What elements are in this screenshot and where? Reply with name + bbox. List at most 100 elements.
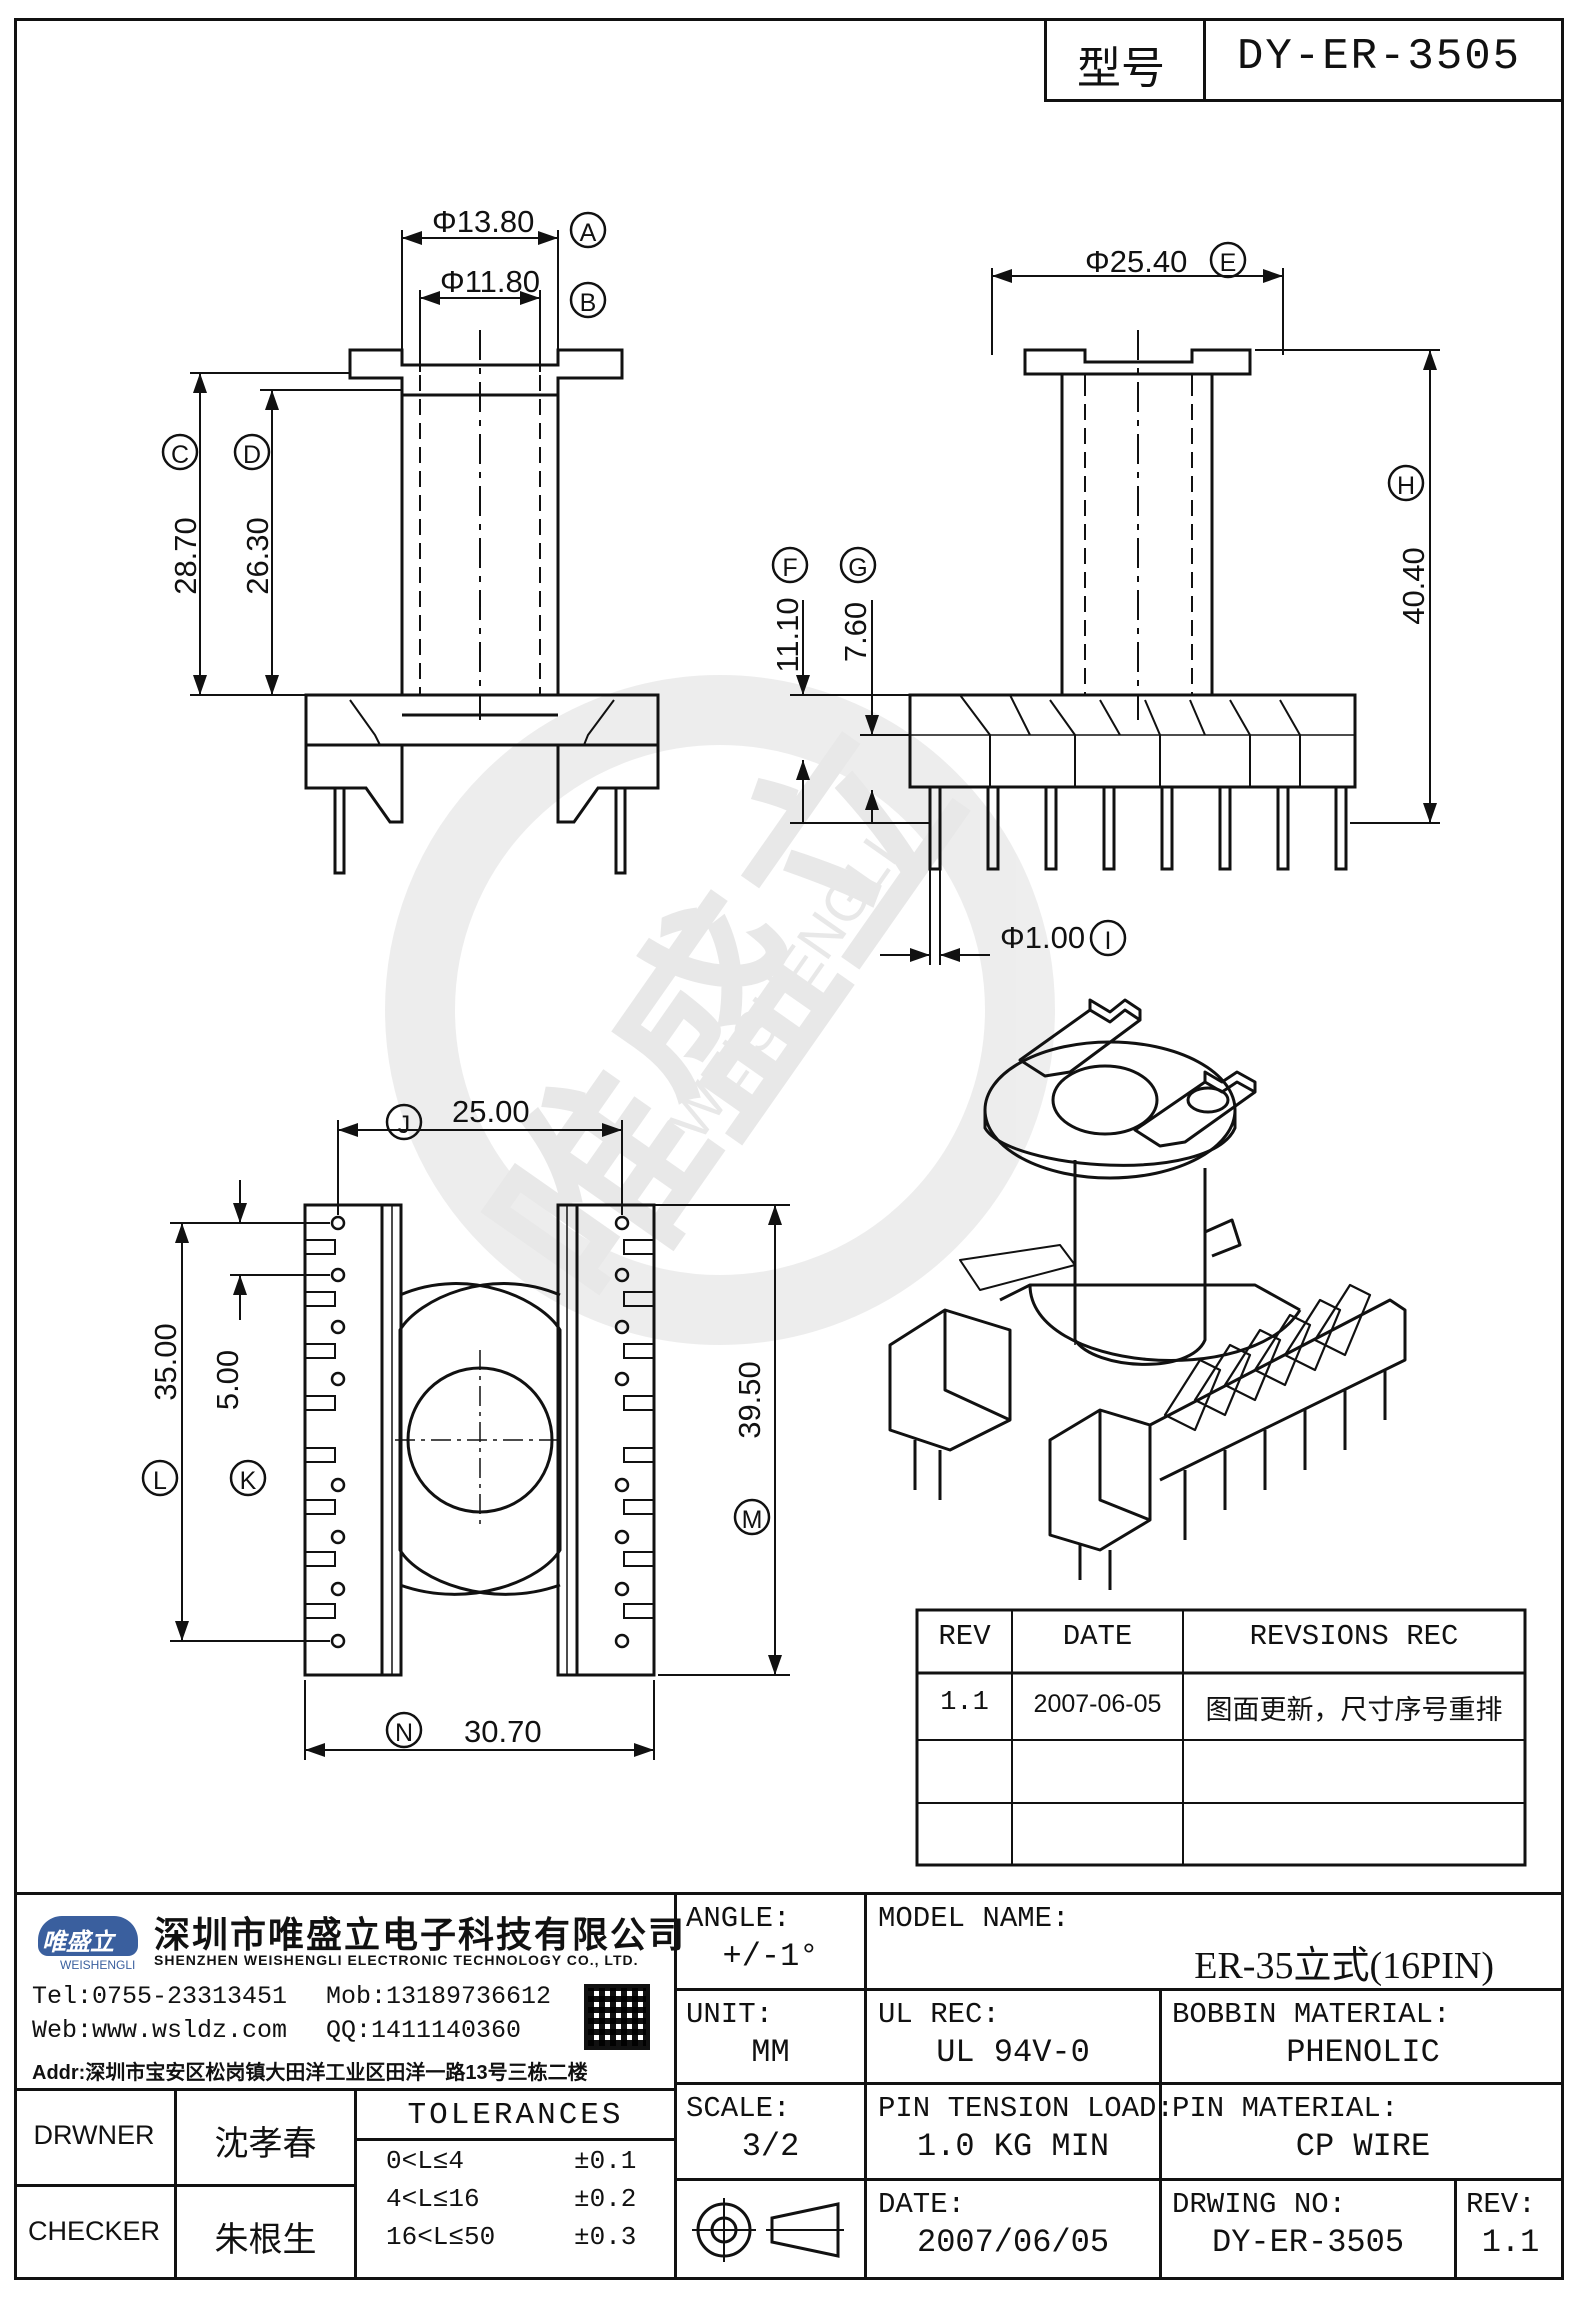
bottom-view-dims <box>170 1120 790 1760</box>
front-view-dims <box>190 230 559 696</box>
revision-table-grid <box>915 1608 1527 1867</box>
tol-row3-range: 16<L≤50 <box>386 2222 496 2252</box>
tolerances-title: TOLERANCES <box>407 2098 624 2133</box>
bottom-view-pin-holes <box>330 1215 630 1649</box>
bobbin-value: PHENOLIC <box>1286 2034 1440 2071</box>
logo-text: 唯盛立 <box>42 1929 114 1956</box>
dim-f-value: 11.10 <box>770 597 805 672</box>
dim-n-value: 30.70 <box>464 1714 542 1749</box>
dim-n-bubble <box>385 1711 423 1749</box>
dim-d-letter: D <box>243 441 261 469</box>
rule-row-1 <box>674 1988 1564 1991</box>
scale-value: 3/2 <box>741 2128 800 2165</box>
qr-code-icon <box>584 1984 650 2050</box>
header-divider <box>1203 18 1206 102</box>
dim-i-value: Φ1.00 <box>1000 920 1085 955</box>
drawing-no-label: DRWING NO: <box>1172 2188 1347 2221</box>
type-value: DY-ER-3505 <box>1237 32 1522 82</box>
rev-header-rec: REVSIONS REC <box>1249 1620 1459 1653</box>
frame-border <box>14 18 1564 2280</box>
bottom-view <box>303 1203 656 1677</box>
company-web: Web:www.wsldz.com <box>32 2016 288 2045</box>
dim-k-bubble <box>229 1459 267 1497</box>
dim-d-value: 26.30 <box>240 517 275 595</box>
company-name-cn: 深圳市唯盛立电子科技有限公司 <box>154 1914 687 1955</box>
model-label: MODEL NAME: <box>878 1902 1070 1935</box>
angle-label: ANGLE: <box>686 1902 791 1935</box>
pin-material-value: CP WIRE <box>1295 2128 1431 2165</box>
rev-label: REV: <box>1466 2188 1536 2221</box>
dim-e-bubble <box>1209 241 1247 279</box>
isometric-view <box>888 998 1407 1590</box>
dim-a-letter: A <box>580 219 597 247</box>
rule-drawer-checker <box>14 2184 354 2187</box>
date-value: 2007/06/05 <box>916 2224 1110 2261</box>
tol-row1-range: 0<L≤4 <box>386 2146 465 2176</box>
dim-i-bubble <box>1089 919 1127 957</box>
dim-e-value: Φ25.40 <box>1085 244 1187 279</box>
dim-e-letter: E <box>1220 249 1237 277</box>
model-value: ER-35立式(16PIN) <box>1194 1945 1494 1987</box>
dim-b-letter: B <box>580 289 597 317</box>
dim-f-letter: F <box>782 554 797 582</box>
dim-j-bubble <box>385 1103 423 1141</box>
company-qq: QQ:1411140360 <box>326 2016 522 2045</box>
dim-i-letter: I <box>1105 927 1112 955</box>
bobbin-label: BOBBIN MATERIAL: <box>1172 1998 1451 2031</box>
tol-row2-range: 4<L≤16 <box>386 2184 480 2214</box>
dim-a-bubble <box>569 211 607 249</box>
drawer-label: DRWNER <box>33 2120 155 2150</box>
dim-c-value: 28.70 <box>168 517 203 595</box>
rule-left-mid <box>14 2088 674 2091</box>
title-top-rule <box>14 1892 1564 1895</box>
dim-c-bubble <box>161 433 199 471</box>
rule-vert-850 <box>864 1892 867 2280</box>
dim-k-letter: K <box>240 1467 257 1495</box>
rev-header-rev: REV <box>938 1620 991 1653</box>
dim-l-letter: L <box>153 1467 167 1495</box>
rev-row1-rec: 图面更新，尺寸序号重排 <box>1205 1695 1503 1725</box>
date-label: DATE: <box>878 2188 966 2221</box>
rev-header-date: DATE <box>1062 1620 1133 1653</box>
company-addr: Addr:深圳市宝安区松岗镇大田洋工业区田洋一路13号三栋二楼 <box>32 2062 588 2084</box>
rule-row-3 <box>674 2178 1564 2181</box>
dim-l-bubble <box>141 1459 179 1497</box>
ul-value: UL 94V-0 <box>936 2034 1090 2071</box>
rev-row1-rev: 1.1 <box>940 1688 989 1718</box>
drawer-name: 沈孝春 <box>214 2125 317 2163</box>
tension-label: PIN TENSION LOAD: <box>878 2092 1174 2125</box>
technical-drawing: 唯盛立 WEISHENGLI Φ13.80 A Φ11.80 B <box>141 204 1527 1867</box>
dim-n-letter: N <box>395 1719 413 1747</box>
drawing-no-value: DY-ER-3505 <box>1211 2224 1405 2261</box>
company-logo: 唯盛立 WEISHENGLI <box>32 1912 147 1974</box>
tol-row2-value: ±0.2 <box>574 2184 637 2214</box>
dim-k-value: 5.00 <box>210 1350 245 1410</box>
rev-value: 1.1 <box>1481 2224 1540 2261</box>
dim-j-letter: J <box>398 1111 411 1139</box>
side-view-pins <box>928 785 1348 871</box>
dim-g-value: 7.60 <box>838 602 873 662</box>
ul-label: UL REC: <box>878 1998 1000 2031</box>
side-view <box>908 330 1357 789</box>
rev-row1-date: 2007-06-05 <box>1033 1690 1162 1718</box>
model-header-box: 型号 DY-ER-3505 <box>1044 18 1564 102</box>
logo-cloud-icon <box>38 1916 138 1956</box>
dim-g-letter: G <box>848 554 867 582</box>
type-label: 型号 <box>1077 44 1165 93</box>
dim-h-value: 40.40 <box>1396 547 1431 625</box>
logo-sub: WEISHENGLI <box>60 1958 136 1972</box>
checker-label: CHECKER <box>27 2216 161 2246</box>
angle-value: +/-1° <box>722 1938 819 1975</box>
title-block: 唯盛立 WEISHENGLI 深圳市唯盛立电子科技有限公司 SHENZHEN W… <box>14 1892 1564 2280</box>
dim-b-bubble <box>569 281 607 319</box>
rule-vert-340 <box>354 2088 357 2280</box>
dim-l-value: 35.00 <box>148 1323 183 1401</box>
company-mob: Mob:13189736612 <box>326 1982 552 2011</box>
dim-g-bubble <box>839 546 877 584</box>
rule-vert-1440 <box>1454 2178 1457 2280</box>
scale-label: SCALE: <box>686 2092 791 2125</box>
company-name-en: SHENZHEN WEISHENGLI ELECTRONIC TECHNOLOG… <box>154 1952 639 1968</box>
dim-h-bubble <box>1387 464 1425 502</box>
unit-label: UNIT: <box>686 1998 774 2031</box>
front-view <box>304 330 660 875</box>
